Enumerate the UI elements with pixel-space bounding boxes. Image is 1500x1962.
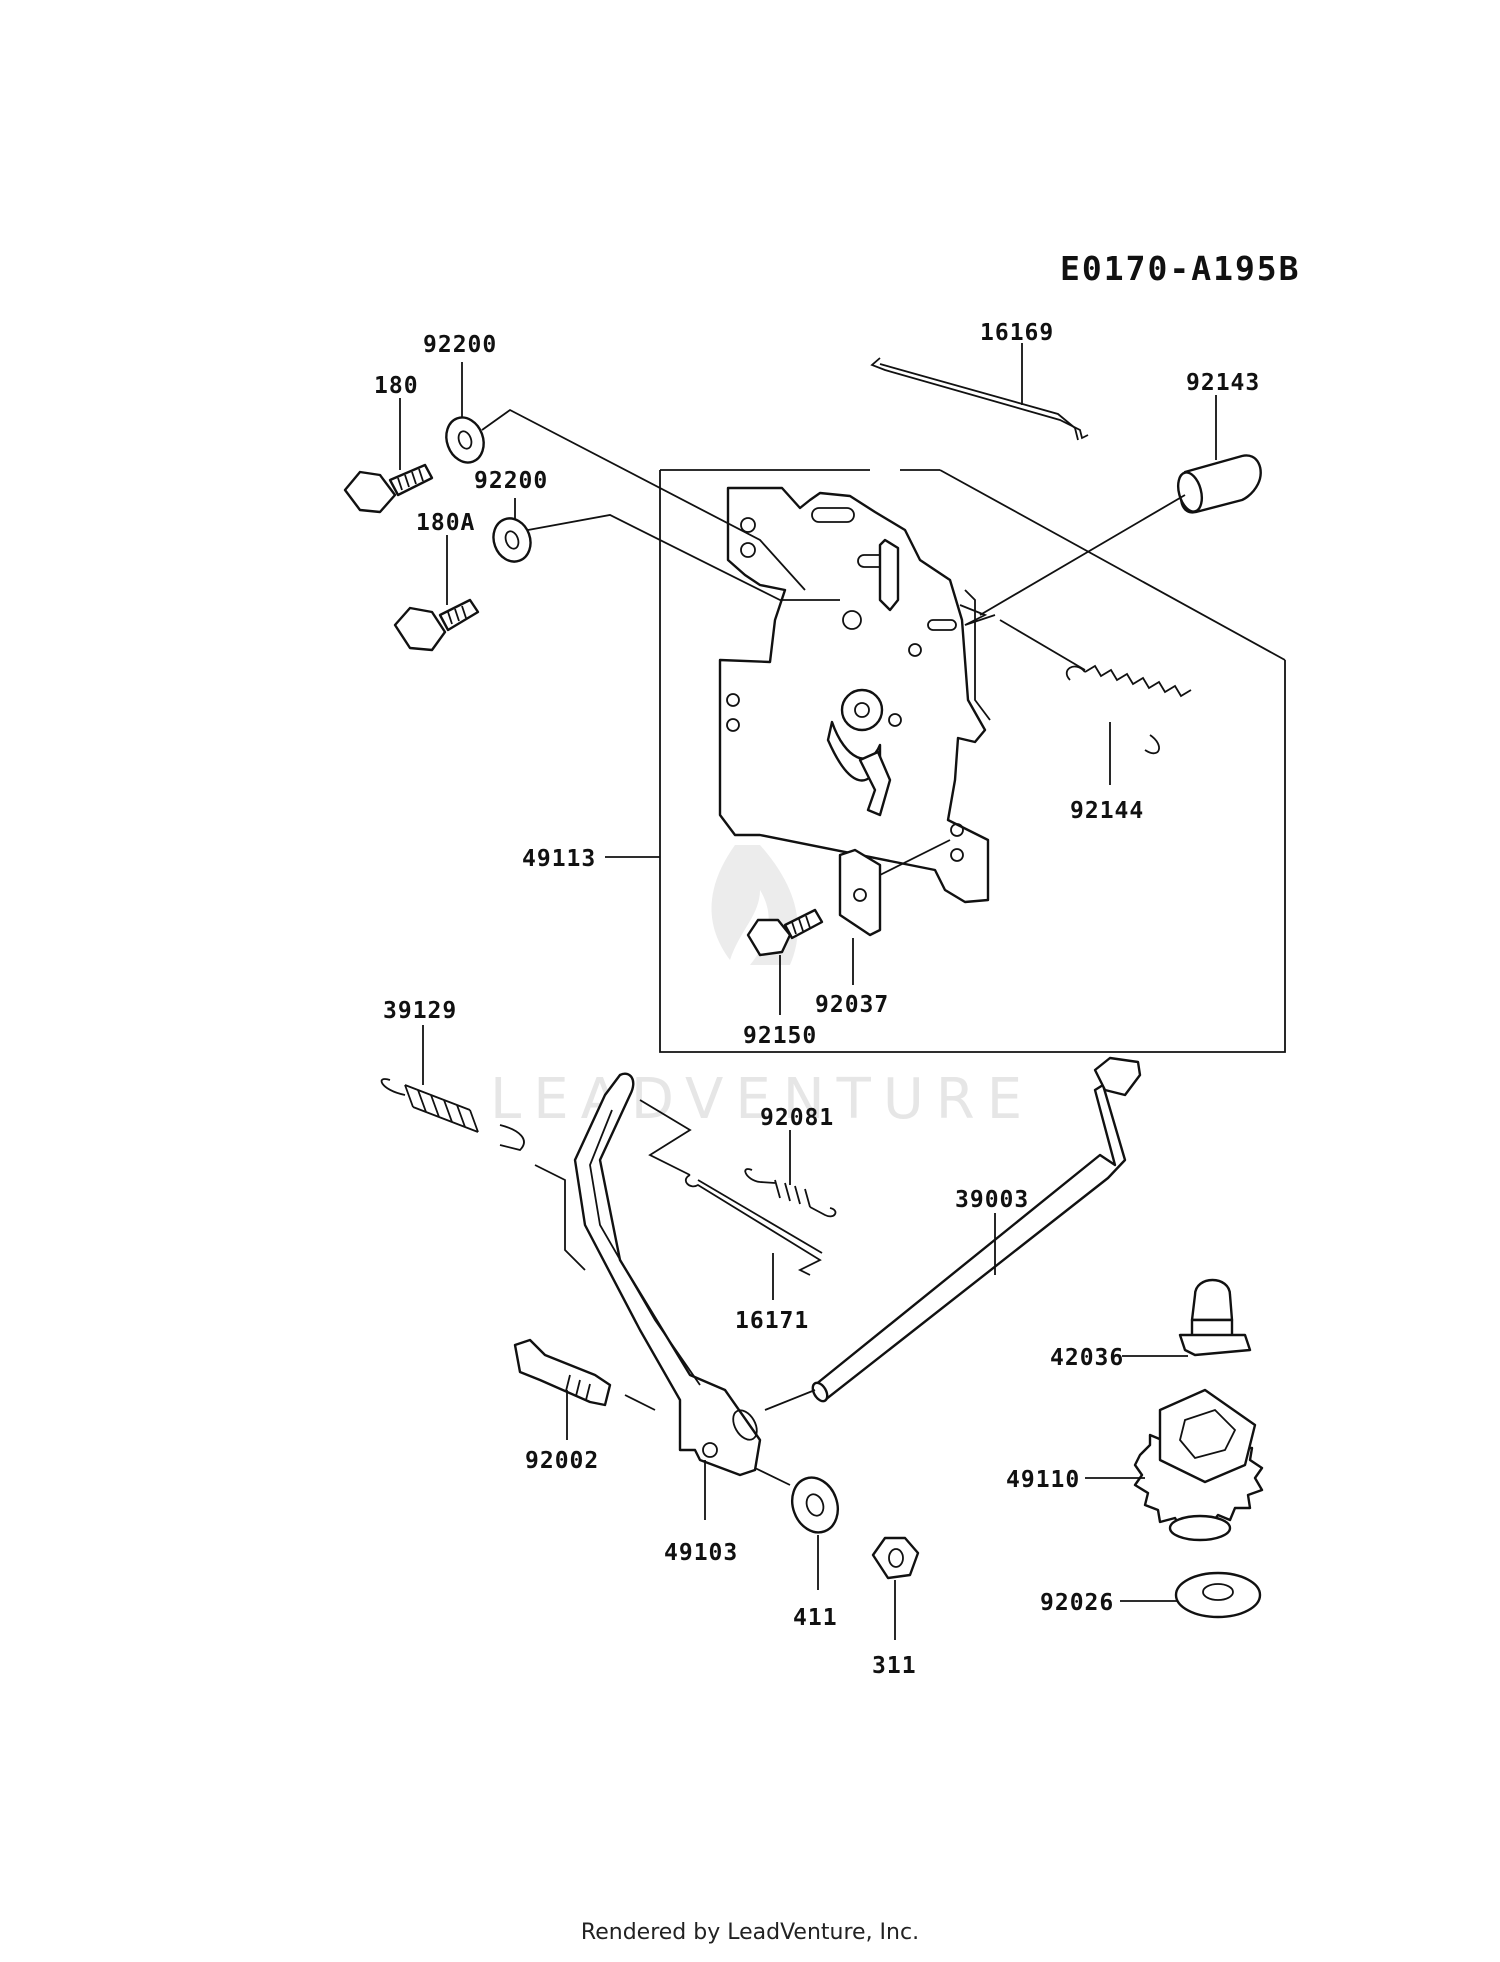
governor-shaft-39003 [811,1056,1142,1403]
part-label-49113: 49113 [522,846,596,872]
governor-gear-49110 [1133,1388,1264,1542]
sleeve-42036 [1178,1278,1252,1357]
bolt-180A [393,598,480,652]
spring-92144 [1065,664,1192,755]
control-plate [718,486,991,904]
washer-92200-lower [492,517,532,563]
washer-411 [791,1476,839,1534]
part-label-49110: 49110 [1006,1467,1080,1493]
part-label-92002: 92002 [525,1448,599,1474]
part-label-92200-lower: 92200 [474,468,548,494]
part-label-92037: 92037 [815,992,889,1018]
part-label-16171: 16171 [735,1308,809,1334]
part-label-92026: 92026 [1040,1590,1114,1616]
part-label-311: 311 [872,1653,917,1679]
link-rod-16171 [685,1174,822,1276]
bracket-92037 [838,848,882,937]
part-label-39003: 39003 [955,1187,1029,1213]
part-label-92143: 92143 [1186,370,1260,396]
part-label-42036: 42036 [1050,1345,1124,1371]
part-label-411: 411 [793,1605,838,1631]
part-label-49103: 49103 [664,1540,738,1566]
governor-lever-49103 [573,1072,762,1477]
bolt-92150 [746,908,824,957]
part-label-92081: 92081 [760,1105,834,1131]
bolt-180 [343,463,434,514]
part-label-92200-upper: 92200 [423,332,497,358]
diagram-code: E0170-A195B [1060,249,1301,288]
part-label-39129: 39129 [383,998,457,1024]
washer-92026 [1174,1571,1262,1619]
footer-credit: Rendered by LeadVenture, Inc. [580,1920,920,1945]
part-label-180: 180 [374,373,419,399]
part-label-92150: 92150 [743,1023,817,1049]
part-label-180A: 180A [416,510,475,536]
spring-92081 [744,1168,837,1218]
part-label-92144: 92144 [1070,798,1144,824]
link-rod-16169 [870,357,1089,440]
assembly-49113-frame [659,470,1286,1053]
collar-92143 [1176,454,1262,514]
nut-311 [871,1536,920,1580]
pin-92002 [513,1338,612,1407]
spring-39129 [380,1078,525,1151]
washer-92200-upper [445,416,485,464]
part-label-16169: 16169 [980,320,1054,346]
watermark: LEADVENTURE [490,1067,1034,1132]
